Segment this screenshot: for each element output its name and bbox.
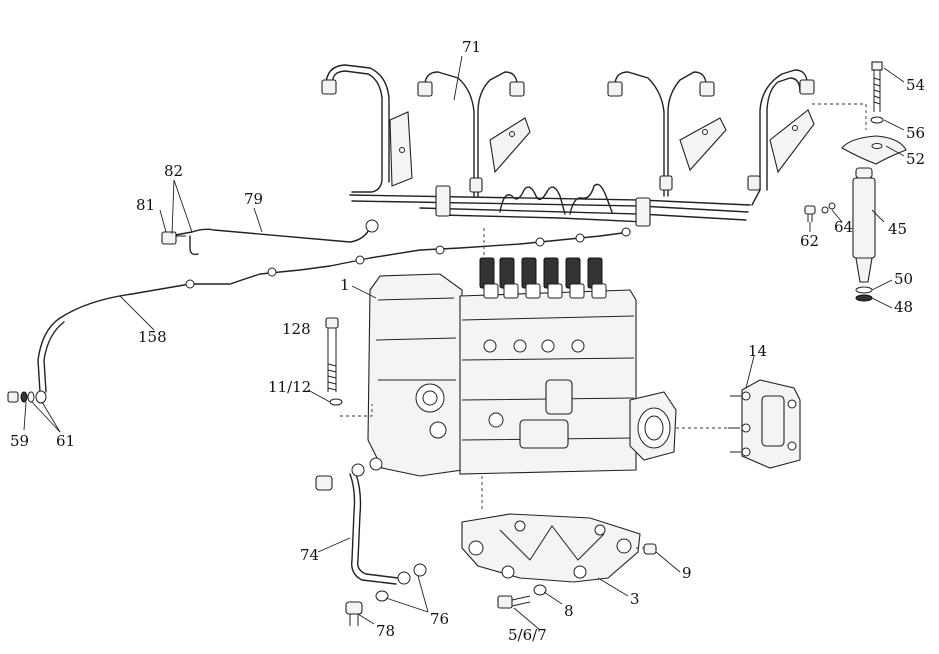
callout-11-12: 11/12 — [268, 378, 311, 396]
leader-lines — [23, 55, 905, 631]
callout-8: 8 — [564, 602, 574, 620]
callout-59: 59 — [10, 432, 29, 450]
feed-pump — [728, 379, 801, 469]
callout-158: 158 — [138, 328, 167, 346]
callout-48: 48 — [894, 298, 913, 316]
callout-76: 76 — [430, 610, 449, 628]
return-lines — [7, 219, 631, 404]
callout-14: 14 — [748, 342, 767, 360]
callout-labels: 71 54 56 52 82 81 79 62 64 45 50 48 1 15… — [10, 38, 925, 644]
callout-50: 50 — [894, 270, 913, 288]
callout-74: 74 — [300, 546, 319, 564]
callout-5-6-7: 5/6/7 — [508, 626, 547, 644]
callout-81: 81 — [136, 196, 155, 214]
callout-82: 82 — [164, 162, 183, 180]
callout-3: 3 — [630, 590, 640, 608]
mounting-bracket — [461, 513, 657, 609]
delivery-valves — [479, 257, 607, 299]
oil-line — [315, 457, 427, 626]
callout-56: 56 — [906, 124, 925, 142]
callout-62: 62 — [800, 232, 819, 250]
callout-1: 1 — [340, 276, 350, 294]
callout-128: 128 — [282, 320, 311, 338]
callout-71: 71 — [462, 38, 481, 56]
callout-61: 61 — [56, 432, 75, 450]
callout-45: 45 — [888, 220, 907, 238]
fuel-lines-assembly — [321, 64, 815, 227]
callout-64: 64 — [834, 218, 853, 236]
callout-79: 79 — [244, 190, 263, 208]
injection-pump-body — [340, 228, 740, 510]
callout-78: 78 — [376, 622, 395, 640]
callout-9: 9 — [682, 564, 692, 582]
injector-group — [804, 61, 907, 302]
callout-54: 54 — [906, 76, 925, 94]
bolt-128-group — [325, 317, 343, 406]
callout-52: 52 — [906, 150, 925, 168]
